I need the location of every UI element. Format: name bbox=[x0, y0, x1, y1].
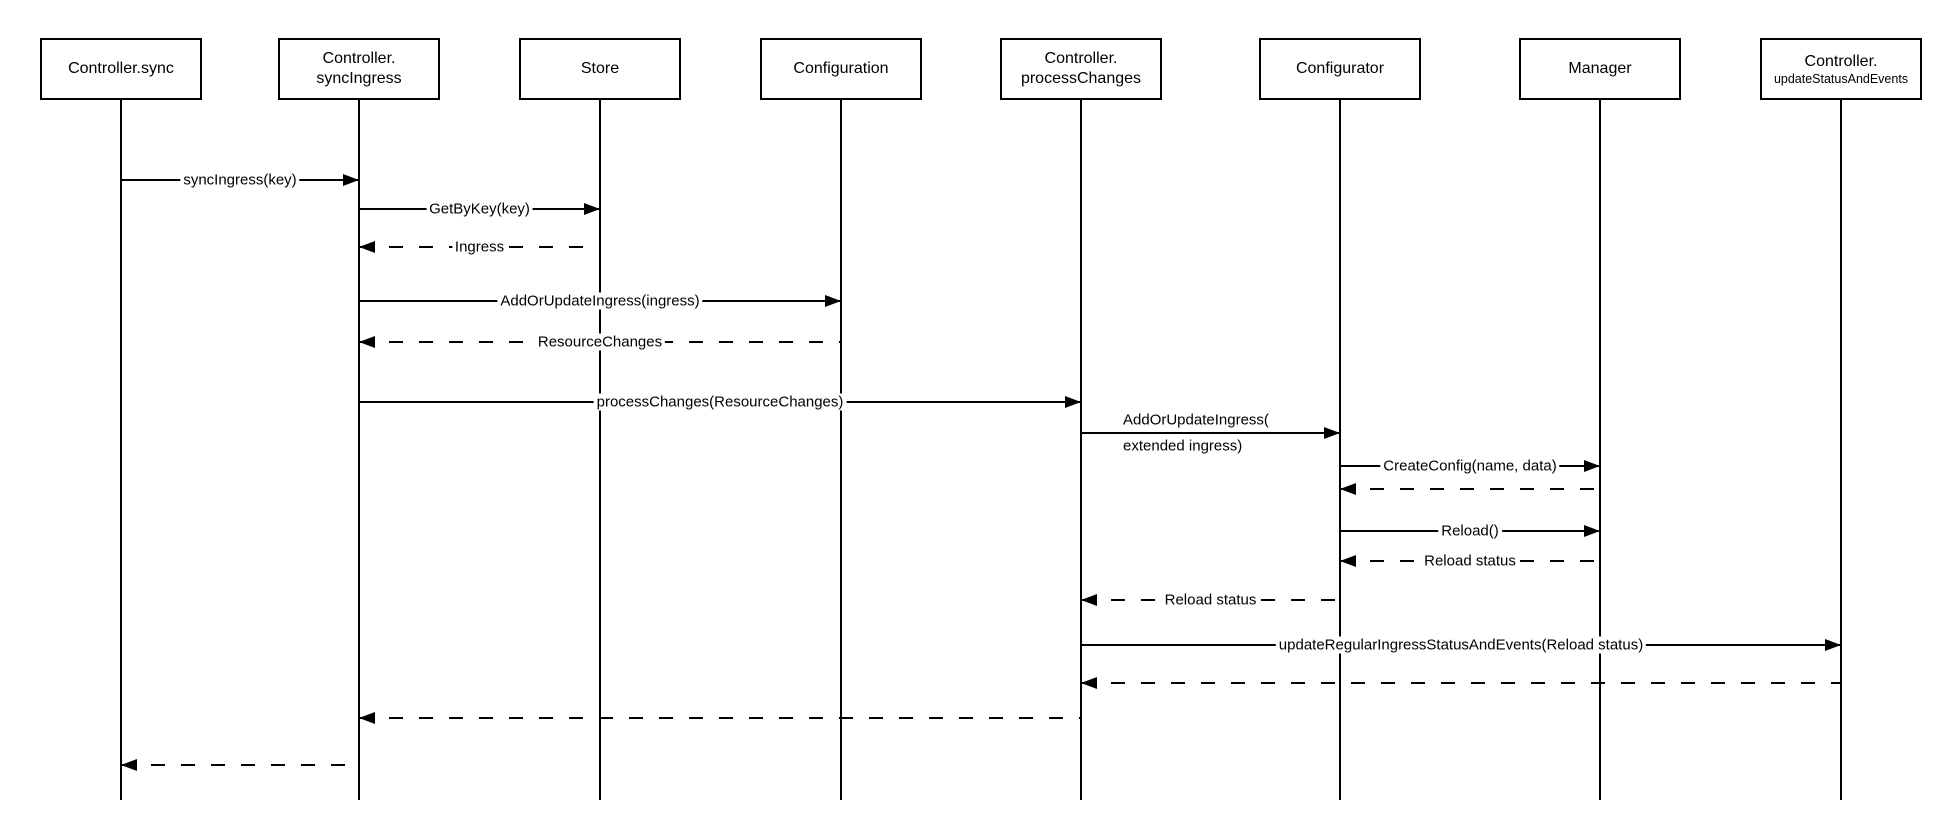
arrowhead-left bbox=[359, 336, 375, 348]
arrowhead-left bbox=[359, 241, 375, 253]
arrowhead-right bbox=[1584, 525, 1600, 537]
participant-label: updateStatusAndEvents bbox=[1773, 71, 1909, 86]
arrowhead-right bbox=[343, 174, 359, 186]
lifeline-controller-process-changes bbox=[1080, 100, 1082, 800]
arrowhead-left bbox=[1081, 677, 1097, 689]
participant-box-controller-update-status-and-events: Controller.updateStatusAndEvents bbox=[1760, 38, 1922, 100]
arrowhead-right bbox=[1825, 639, 1841, 651]
message-line-6 bbox=[1081, 432, 1340, 434]
participant-box-store: Store bbox=[519, 38, 681, 100]
lifeline-store bbox=[599, 100, 601, 800]
lifeline-controller-update-status-and-events bbox=[1840, 100, 1842, 800]
participant-label: Controller. bbox=[1044, 50, 1118, 67]
arrowhead-left bbox=[359, 712, 375, 724]
message-label: Reload status bbox=[1161, 591, 1260, 609]
message-label-line: AddOrUpdateIngress( bbox=[1123, 411, 1269, 429]
arrowhead-right bbox=[1584, 460, 1600, 472]
arrowhead-left bbox=[1340, 555, 1356, 567]
message-label: AddOrUpdateIngress(ingress) bbox=[497, 292, 703, 310]
participant-box-controller-process-changes: Controller. processChanges bbox=[1000, 38, 1162, 100]
participant-label: Store bbox=[580, 60, 620, 77]
lifeline-configurator bbox=[1339, 100, 1341, 800]
arrowhead-left bbox=[1340, 483, 1356, 495]
participant-label: Controller. bbox=[322, 50, 396, 67]
participant-label: Manager bbox=[1568, 60, 1632, 77]
participant-label: Configuration bbox=[793, 60, 889, 77]
arrowhead-right bbox=[584, 203, 600, 215]
message-label: AddOrUpdateIngress( extended ingress) bbox=[1123, 412, 1269, 455]
lifeline-manager bbox=[1599, 100, 1601, 800]
message-line-13 bbox=[1081, 682, 1841, 684]
participant-box-manager: Manager bbox=[1519, 38, 1681, 100]
message-label-line: extended ingress) bbox=[1123, 437, 1243, 455]
message-label: updateRegularIngressStatusAndEvents(Relo… bbox=[1275, 636, 1647, 654]
participant-box-configuration: Configuration bbox=[760, 38, 922, 100]
message-label: ResourceChanges bbox=[534, 333, 666, 351]
message-line-15 bbox=[121, 764, 359, 766]
participant-label: Controller. bbox=[1804, 52, 1878, 70]
message-label: CreateConfig(name, data) bbox=[1380, 457, 1560, 475]
lifeline-configuration bbox=[840, 100, 842, 800]
lifeline-controller-sync-ingress bbox=[358, 100, 360, 800]
arrowhead-right bbox=[1065, 396, 1081, 408]
message-line-14 bbox=[359, 717, 1081, 719]
participant-box-controller-sync: Controller.sync bbox=[40, 38, 202, 100]
message-label: Reload status bbox=[1421, 552, 1519, 570]
participant-label: Configurator bbox=[1295, 60, 1385, 77]
arrowhead-right bbox=[825, 295, 841, 307]
message-line-8 bbox=[1340, 488, 1600, 490]
lifeline-controller-sync bbox=[120, 100, 122, 800]
message-label: Ingress bbox=[451, 238, 508, 256]
message-label: processChanges(ResourceChanges) bbox=[593, 393, 847, 411]
arrowhead-left bbox=[1081, 594, 1097, 606]
message-label: Reload() bbox=[1438, 522, 1502, 540]
participant-label: syncIngress bbox=[316, 70, 402, 87]
participant-box-configurator: Configurator bbox=[1259, 38, 1421, 100]
arrowhead-left bbox=[121, 759, 137, 771]
arrowhead-right bbox=[1324, 427, 1340, 439]
message-label: syncIngress(key) bbox=[180, 171, 300, 189]
message-label: GetByKey(key) bbox=[426, 200, 533, 218]
participant-label: processChanges bbox=[1020, 70, 1142, 87]
participant-box-controller-sync-ingress: Controller. syncIngress bbox=[278, 38, 440, 100]
participant-label: Controller.sync bbox=[68, 60, 174, 77]
